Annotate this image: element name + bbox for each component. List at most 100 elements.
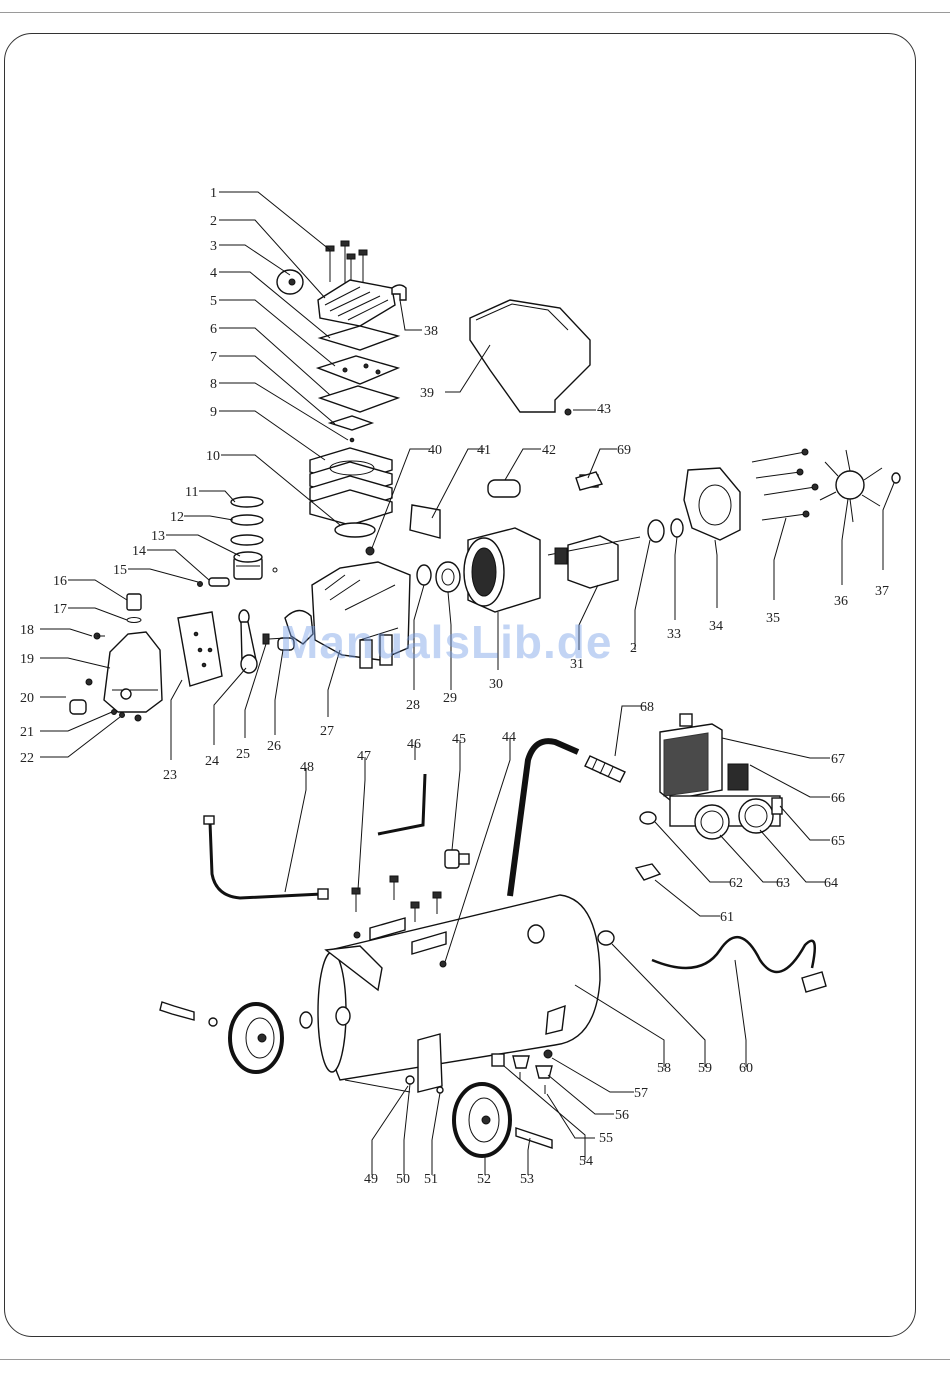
label-47: 47 [357,749,371,764]
label-33: 33 [667,627,681,642]
label-37: 37 [875,584,889,599]
cylinder-fins [310,448,392,525]
label-43: 43 [597,402,611,417]
gaskets-and-valve-plate [318,326,398,442]
label-34: 34 [709,619,723,634]
wheel-left [230,1004,282,1072]
label-51: 51 [424,1172,438,1187]
label-16: 16 [53,574,67,589]
label-30: 30 [489,677,503,692]
label-46: 46 [407,737,421,752]
bearing-29 [436,562,460,592]
washer-50 [406,1076,414,1084]
label-19: 19 [20,652,34,667]
label-50: 50 [396,1172,410,1187]
watermark: ManualsLib.de [280,615,612,669]
label-11: 11 [185,485,198,500]
label-17: 17 [53,602,67,617]
piston-rings [231,497,263,545]
axle-bolt-left [160,1002,194,1020]
label-29: 29 [443,691,457,706]
label-18: 18 [20,623,34,638]
label-36: 36 [834,594,848,609]
label-56: 56 [615,1108,629,1123]
delivery-pipe [210,822,322,898]
label-62: 62 [729,876,743,891]
check-valve-45 [445,850,469,868]
label-54: 54 [579,1154,593,1169]
label-44: 44 [502,730,516,745]
label-1: 1 [210,186,217,201]
fan-clip [892,473,900,483]
label-12: 12 [170,510,184,525]
bearing-28 [417,565,431,585]
pipe-46 [378,774,425,834]
label-67: 67 [831,752,845,767]
air-tank [318,895,600,1080]
label-65: 65 [831,834,845,849]
start-capacitor [488,480,520,497]
label-59: 59 [698,1061,712,1076]
label-45: 45 [452,732,466,747]
bracket-41 [410,505,440,538]
label-57: 57 [634,1086,648,1101]
long-bolts [752,449,818,520]
label-49: 49 [364,1172,378,1187]
label-13: 13 [151,529,165,544]
piston-pin [209,578,229,586]
label-64: 64 [824,876,838,891]
label-6: 6 [210,322,217,337]
rotor-bearing [648,520,664,542]
crankcase-cover [104,632,162,712]
piston [234,552,262,579]
washer-33 [671,519,683,537]
safety-valve-cap [528,925,544,943]
wheel-right [454,1084,510,1156]
label-48: 48 [300,760,314,775]
label-38: 38 [424,324,438,339]
cylinder-head [318,280,395,326]
label-14: 14 [132,544,146,559]
label-39: 39 [420,386,434,401]
label-27: 27 [320,724,334,739]
label-66: 66 [831,791,845,806]
label-3: 3 [210,239,217,254]
screw-43 [565,409,571,415]
stator [464,528,540,612]
motor-end-cover [684,468,740,540]
label-52: 52 [477,1172,491,1187]
pressure-switch [660,714,722,800]
label-22: 22 [20,751,34,766]
breather-fitting [127,594,141,623]
rotor [548,536,640,588]
label-53: 53 [520,1172,534,1187]
label-2b: 2 [630,641,637,656]
axle-bolt-right [516,1128,552,1148]
label-8: 8 [210,377,217,392]
label-41: 41 [477,443,491,458]
connecting-rod [239,610,257,673]
label-63: 63 [776,876,790,891]
label-9: 9 [210,405,217,420]
cooling-fan [820,450,882,522]
oil-plug [70,700,86,714]
label-40: 40 [428,443,442,458]
label-26: 26 [267,739,281,754]
label-69: 69 [617,443,631,458]
label-10: 10 [206,449,220,464]
plug-59 [598,931,614,945]
label-5: 5 [210,294,217,309]
label-55: 55 [599,1131,613,1146]
label-15: 15 [113,563,127,578]
label-58: 58 [657,1061,671,1076]
label-25: 25 [236,747,250,762]
power-cord [652,937,826,992]
fitting-61 [636,864,660,880]
label-2: 2 [210,214,217,229]
label-7: 7 [210,350,217,365]
handle [510,741,578,896]
label-68: 68 [640,700,654,715]
cylinder-o-ring [335,523,375,537]
label-4: 4 [210,266,217,281]
